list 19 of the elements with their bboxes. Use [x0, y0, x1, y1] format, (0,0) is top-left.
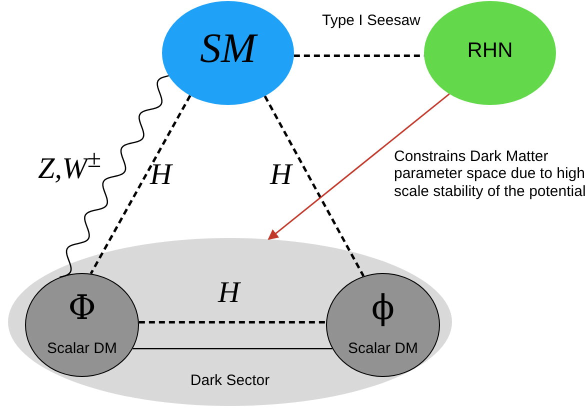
- symbol-label: ϕ: [371, 288, 395, 328]
- edge-label: Type I Seesaw: [321, 12, 422, 30]
- connector-line: [90, 94, 192, 274]
- edge-label: H: [216, 276, 242, 310]
- edge-label: Constrains Dark Matter parameter space due to high scale stability of the potential: [393, 148, 586, 200]
- arrow: [268, 93, 450, 240]
- connector-line: [264, 96, 365, 277]
- node-label: Scalar DM: [46, 340, 117, 357]
- node-label: RHN: [467, 39, 513, 63]
- edge-label: H: [268, 158, 294, 192]
- edge-label: H: [148, 158, 174, 192]
- symbol-label: Φ: [68, 288, 96, 328]
- wavy-line: [60, 75, 169, 278]
- node-label: Scalar DM: [348, 340, 418, 357]
- connector-line: [138, 321, 326, 324]
- edge-label: Z,W$^{±}$: [37, 146, 102, 186]
- group-label: Dark Sector: [190, 372, 270, 389]
- symbol-label: SM: [200, 25, 256, 73]
- connector-line: [132, 348, 332, 350]
